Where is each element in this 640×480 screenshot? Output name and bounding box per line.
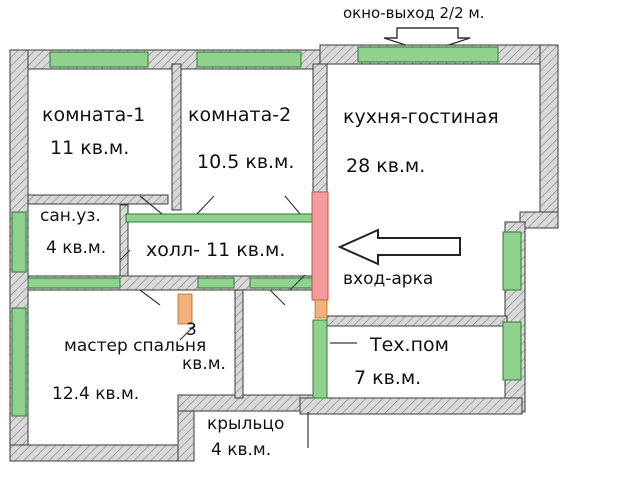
closet-area: кв.м. (182, 354, 226, 374)
entrance-label: вход-арка (343, 269, 434, 289)
bathroom-area: 4 кв.м. (46, 238, 107, 258)
room2-name: комната-2 (188, 104, 292, 126)
room2-area: 10.5 кв.м. (197, 151, 295, 173)
windows (11, 46, 522, 417)
room1-name: комната-1 (42, 104, 146, 126)
kitchen-area: 28 кв.м. (346, 155, 426, 177)
closet-name: 3 (186, 320, 197, 340)
bathroom-name: сан.уз. (40, 206, 101, 226)
brick-blocks (177, 293, 328, 325)
exit-window-note: окно-выход 2/2 м. (343, 4, 485, 22)
kitchen-name: кухня-гостиная (343, 106, 499, 128)
entrance-arrow-icon (337, 228, 461, 266)
hall-label: холл- 11 кв.м. (146, 239, 286, 261)
master-bedroom-name: мастер спальня (64, 336, 207, 356)
entrance-arch (311, 191, 329, 301)
tech-room-area: 7 кв.м. (354, 367, 422, 389)
porch-name: крыльцо (207, 414, 285, 434)
room1-area: 11 кв.м. (50, 137, 130, 159)
tech-room-name: Тех.пом (370, 334, 449, 356)
porch-area: 4 кв.м. (211, 440, 272, 460)
master-bedroom-area: 12.4 кв.м. (52, 384, 140, 404)
door-swings (119, 195, 357, 448)
